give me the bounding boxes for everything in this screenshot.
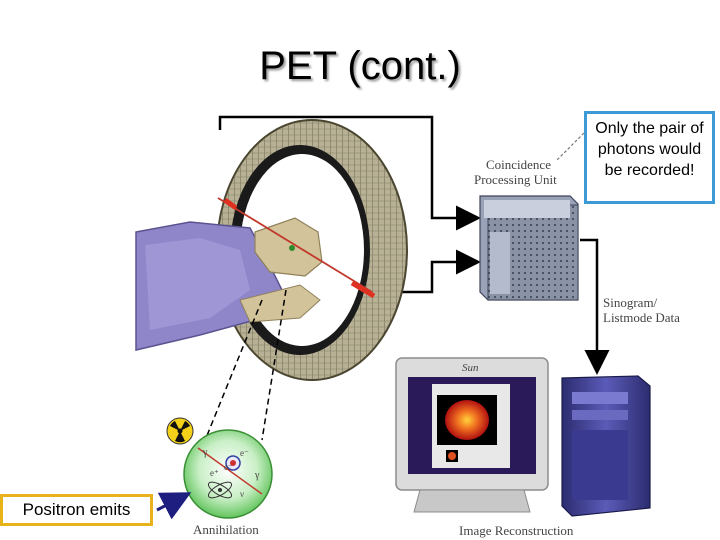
monitor [395, 357, 549, 513]
annihilation-event [183, 429, 273, 519]
sinogram-label-line2: Listmode Data [603, 310, 680, 325]
gamma-symbol-top: γ [202, 447, 208, 458]
photon-line [217, 197, 376, 299]
positron-emits-box: Positron emits [0, 494, 153, 526]
coincidence-label-line2: Processing Unit [474, 172, 557, 187]
detector-connection-lines [218, 115, 481, 294]
callout-pointer [555, 132, 585, 162]
patient [135, 217, 323, 351]
photon-pair-callout: Only the pair of photons would be record… [584, 111, 715, 204]
sinogram-label-line1: Sinogram/ [603, 295, 658, 310]
page-title: PET (cont.) [259, 44, 461, 88]
sinogram-arrow [580, 238, 610, 375]
positron-symbol: e⁺ [210, 468, 219, 478]
electron-symbol-1: e⁻ [240, 448, 249, 458]
sun-logo-icon: Sun [462, 362, 479, 374]
annihilation-label: Annihilation [193, 522, 259, 537]
electron-symbol-2: e⁻ [224, 462, 233, 472]
radiation-icon [166, 417, 194, 445]
gamma-symbol-right: γ [254, 470, 260, 481]
coincidence-label-line1: Coincidence [486, 157, 551, 172]
positron-arrow [156, 492, 192, 520]
coincidence-processing-unit [479, 195, 579, 301]
neutrino-symbol: ν [240, 489, 244, 499]
image-reconstruction-label: Image Reconstruction [459, 523, 574, 538]
reconstruction-tower [561, 375, 651, 517]
